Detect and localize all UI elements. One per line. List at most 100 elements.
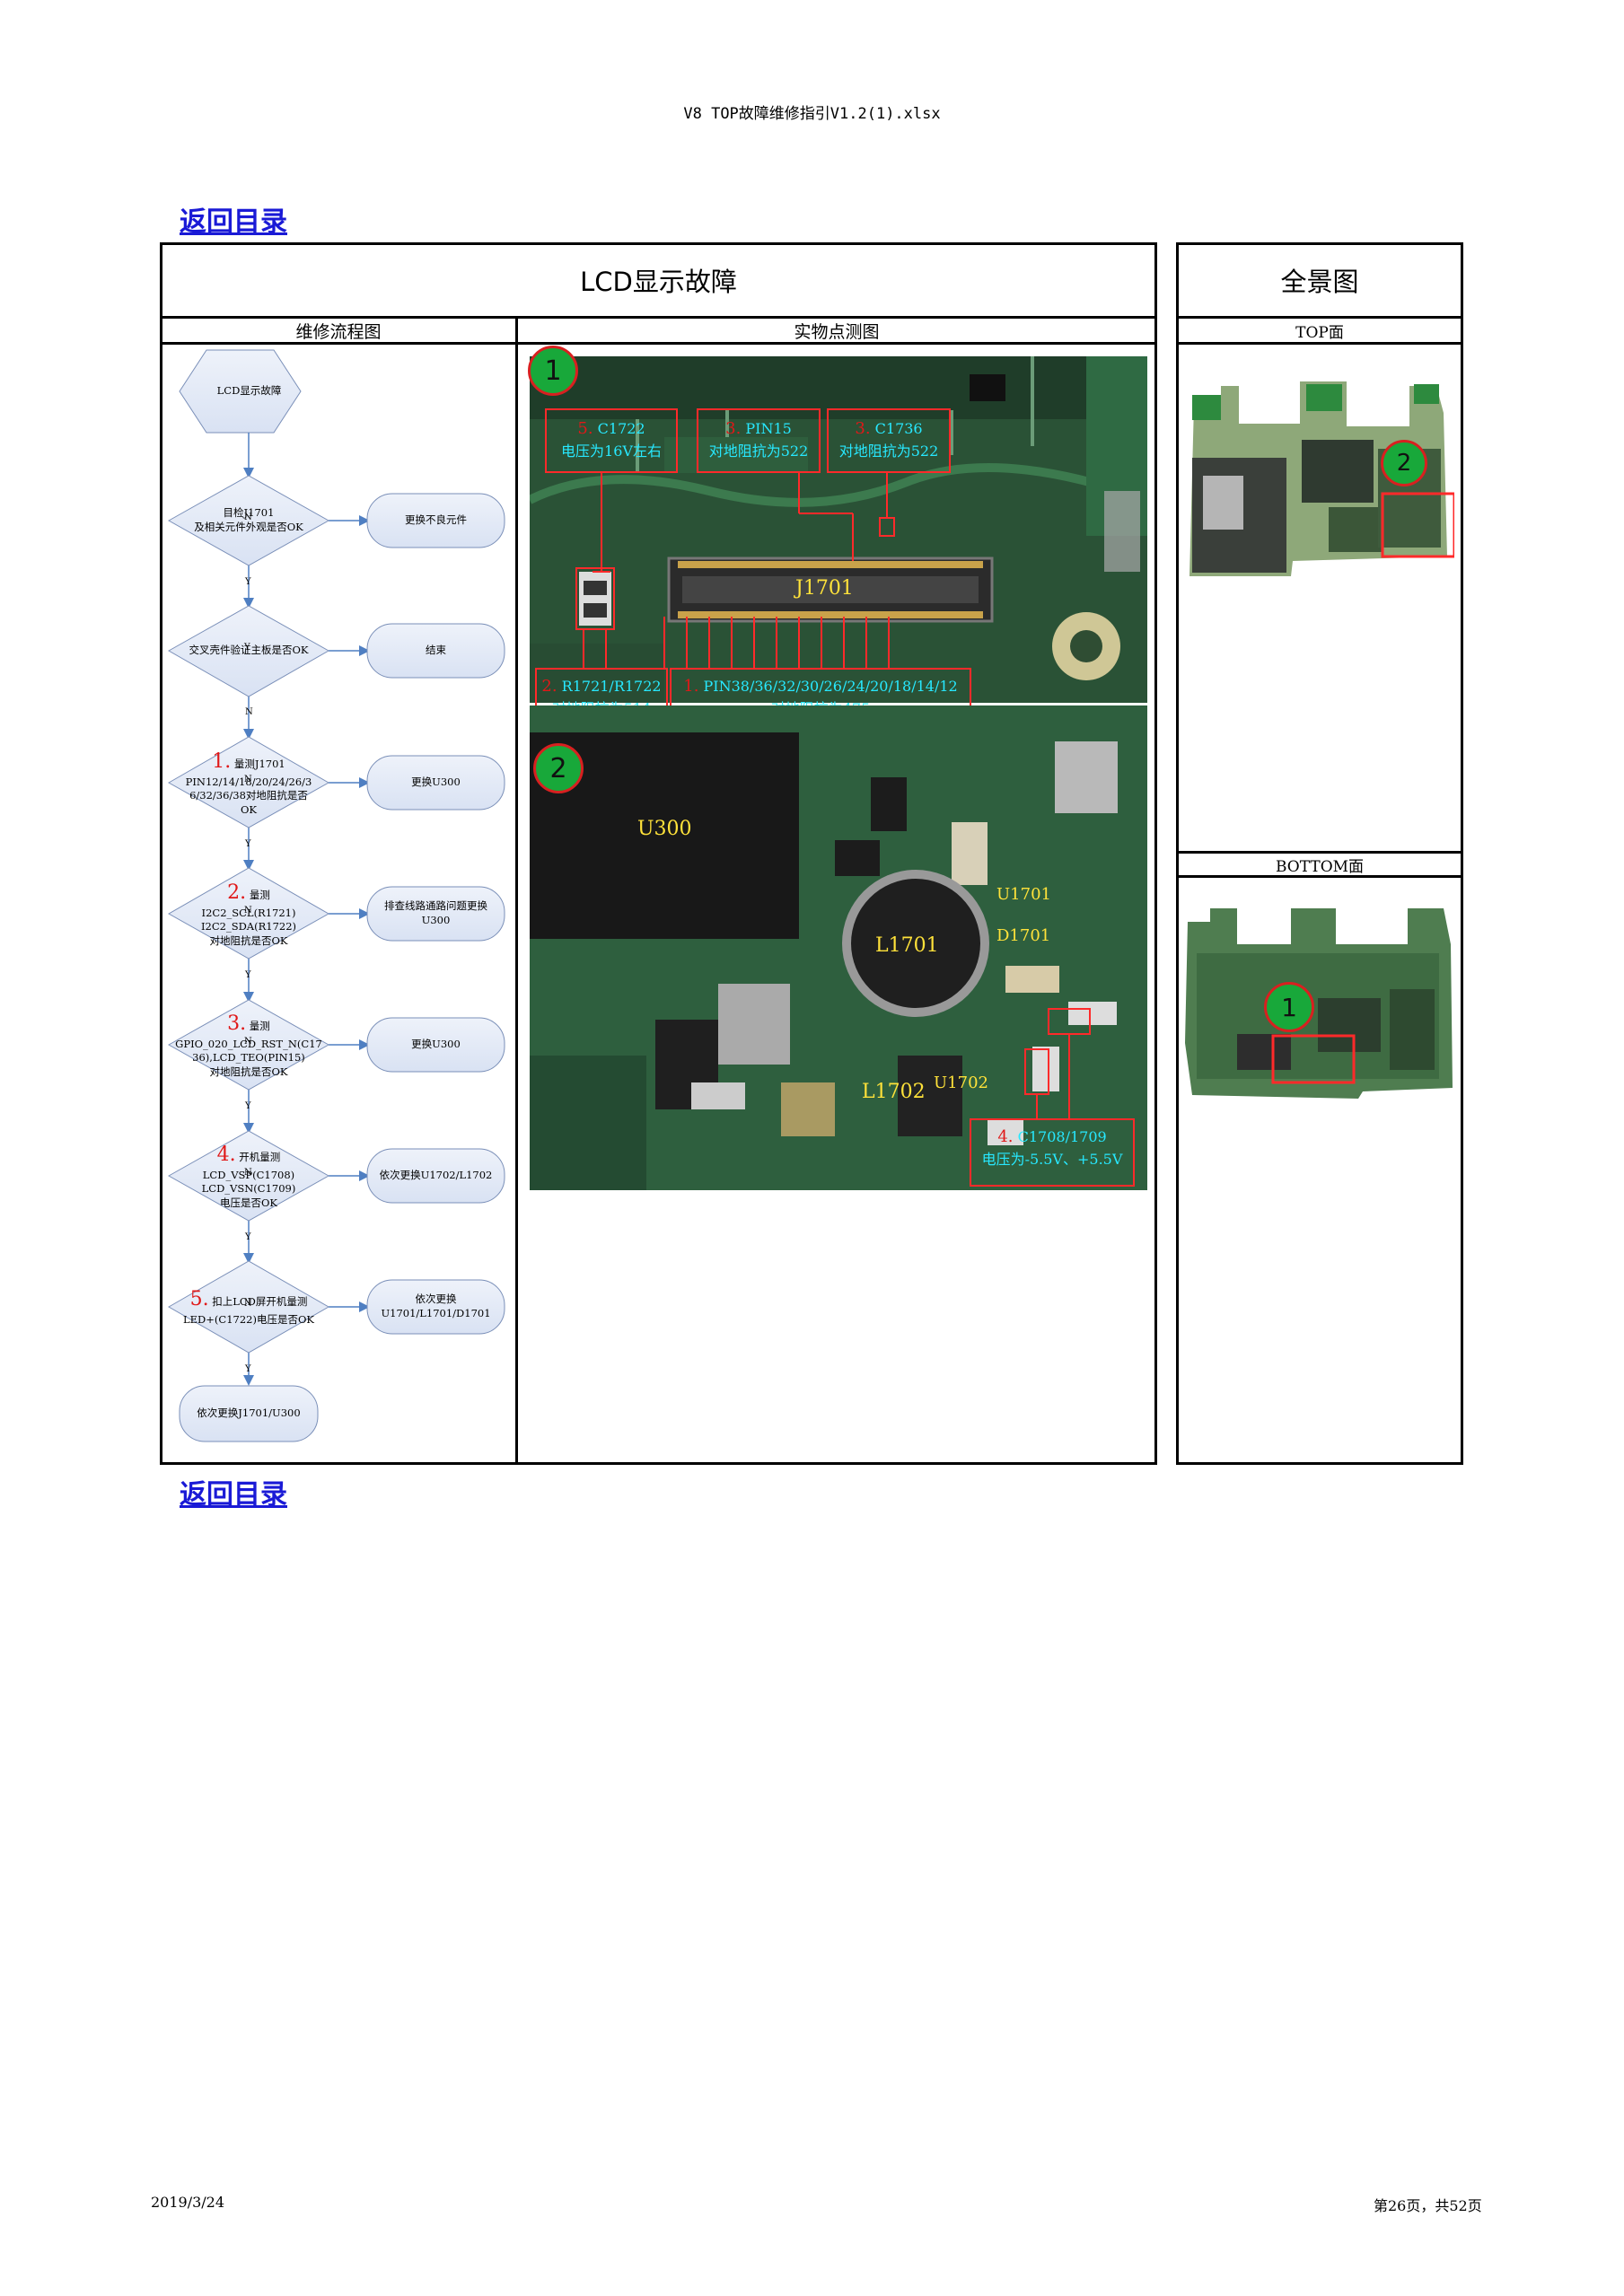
no-label: Y <box>244 643 250 653</box>
flowchart-shapes <box>167 349 505 1442</box>
j1701-label: J1701 <box>795 577 854 600</box>
back-to-index-link[interactable]: 返回目录 <box>180 206 287 238</box>
callout-pin15-text: 3. PIN15 对地阻抗为522 <box>697 417 821 461</box>
step-text: 开机量测 LCD_VSP(C1708) LCD_VSN(C1709) 电压是否O… <box>201 1150 296 1209</box>
board-top-view: 2 <box>1185 377 1456 576</box>
photo-column-header: 实物点测图 <box>794 321 880 342</box>
pcb-photo-2-art <box>530 705 1147 1190</box>
callout-c1708-text: 4. C1708/1709 电压为-5.5V、+5.5V <box>970 1126 1135 1170</box>
step-number: 1. <box>212 749 232 773</box>
step-text: 量测J1701 PIN12/14/18/20/24/26/3 6/32/36/3… <box>185 757 312 816</box>
callout-number: 3. <box>855 419 871 438</box>
board-top-art <box>1189 381 1456 576</box>
callout-leaders-1 <box>575 473 895 668</box>
panorama-table <box>1176 242 1463 1465</box>
flow-step-6: 4. 开机量测 LCD_VSP(C1708) LCD_VSN(C1709) 电压… <box>178 1138 320 1214</box>
callout-pin15 <box>697 408 821 473</box>
pcb-photo-1-art <box>530 356 1147 703</box>
divider <box>1178 851 1462 854</box>
step-number: 4. <box>216 1143 236 1166</box>
flow-start: LCD显示故障 <box>216 384 282 398</box>
callout-c1722 <box>545 408 678 473</box>
flow-action-1: 更换不良元件 <box>405 513 467 527</box>
back-to-index-link[interactable]: 返回目录 <box>180 1479 287 1511</box>
callout-text: C1708/1709 电压为-5.5V、+5.5V <box>981 1128 1123 1169</box>
step-text: 扣上LCD屏开机量测 LED+(C1722)电压是否OK <box>183 1295 314 1327</box>
l1701-label: L1701 <box>875 934 939 957</box>
l1702-label: L1702 <box>862 1081 926 1103</box>
marker-2-top: 2 <box>1381 440 1427 486</box>
pcb-photo-2: U300 L1701 U1701 D1701 L1702 U1702 <box>530 705 1147 1190</box>
callout-c1722-text: 5. C1722 电压为16V左右 <box>545 417 678 461</box>
yes-label: Y <box>245 1364 251 1374</box>
flow-action-6: 依次更换U1702/L1702 <box>379 1169 493 1182</box>
top-side-label: TOP面 <box>1295 323 1344 342</box>
callout-number: 2. <box>541 677 557 696</box>
marker-1-bottom: 1 <box>1264 982 1314 1032</box>
no-label: N <box>244 1037 252 1047</box>
callout-c1736-text: 3. C1736 对地阻抗为522 <box>827 417 951 461</box>
footer-page: 第26页，共52页 <box>1374 2197 1482 2214</box>
divider <box>1178 875 1462 878</box>
no-label: N <box>244 775 252 784</box>
yes-label: Y <box>245 839 251 849</box>
flow-action-3: 更换U300 <box>411 776 461 789</box>
flow-step-4: 2. 量测 I2C2_SCL(R1721) I2C2_SDA(R1722) 对地… <box>178 876 320 951</box>
callout-leaders-2 <box>1024 1008 1091 1118</box>
divider <box>1178 316 1462 319</box>
u1702-label: U1702 <box>934 1074 988 1092</box>
callout-text: PIN15 对地阻抗为522 <box>708 420 809 460</box>
flow-column-header: 维修流程图 <box>295 321 382 342</box>
document-title: V8 TOP故障维修指引V1.2(1).xlsx <box>683 105 941 123</box>
yes-label: Y <box>245 1101 251 1111</box>
flow-step-3: 1. 量测J1701 PIN12/14/18/20/24/26/3 6/32/3… <box>178 745 320 820</box>
pcb-photo-1: J1701 <box>530 356 1147 703</box>
yes-label: Y <box>245 577 251 587</box>
divider <box>162 316 1155 319</box>
step-number: 3. <box>227 1012 247 1035</box>
callout-text: C1736 对地阻抗为522 <box>838 420 939 460</box>
divider <box>162 342 1155 345</box>
flow-end: 依次更换J1701/U300 <box>197 1407 301 1420</box>
callout-c1708 <box>970 1118 1135 1187</box>
d1701-label: D1701 <box>996 926 1051 945</box>
board-bottom-view: 1 <box>1183 899 1458 1099</box>
no-label: N <box>244 1299 252 1309</box>
callout-number: 4. <box>997 1127 1014 1146</box>
marker-2-photo: 2 <box>533 743 584 793</box>
yes-label: Y <box>245 970 251 980</box>
no-label: N <box>244 1168 252 1178</box>
callout-number: 1. <box>683 677 699 696</box>
callout-c1736 <box>827 408 951 473</box>
flow-step-2: 交叉壳件验证主板是否OK <box>189 644 309 657</box>
no-label: N <box>244 906 252 916</box>
marker-1-photo: 1 <box>528 346 578 396</box>
u300-label: U300 <box>637 818 692 840</box>
flow-action-2: 结束 <box>426 644 446 657</box>
step-text: 量测 GPIO_020_LCD_RST_N(C17 36),LCD_TEO(PI… <box>175 1019 322 1078</box>
flow-action-5: 更换U300 <box>411 1038 461 1051</box>
divider <box>1178 342 1462 345</box>
bottom-side-label: BOTTOM面 <box>1275 857 1365 876</box>
yes-label: N <box>245 707 253 717</box>
divider <box>515 316 518 1463</box>
yes-label: Y <box>245 1232 251 1242</box>
u1701-label: U1701 <box>996 885 1051 904</box>
callout-text: C1722 电压为16V左右 <box>561 420 662 460</box>
step-number: 5. <box>189 1288 209 1311</box>
flow-action-7: 依次更换 U1701/L1701/D1701 <box>381 1293 491 1319</box>
callout-number: 5. <box>577 419 593 438</box>
step-number: 2. <box>227 881 247 904</box>
flow-step-1: 目检J1701 及相关元件外观是否OK <box>194 506 303 533</box>
main-table <box>160 242 1157 1465</box>
no-label: N <box>244 513 252 522</box>
flow-action-4: 排查线路通路问题更换 U300 <box>384 899 487 926</box>
flow-step-5: 3. 量测 GPIO_020_LCD_RST_N(C17 36),LCD_TEO… <box>167 1007 330 1082</box>
step-text: 量测 I2C2_SCL(R1721) I2C2_SDA(R1722) 对地阻抗是… <box>200 888 297 947</box>
footer-date: 2019/3/24 <box>151 2194 225 2211</box>
main-title: LCD显示故障 <box>580 267 737 297</box>
callout-number: 3. <box>725 419 742 438</box>
panorama-title: 全景图 <box>1280 267 1359 297</box>
flow-step-7: 5. 扣上LCD屏开机量测 LED+(C1722)电压是否OK <box>169 1282 329 1332</box>
board-bottom-art <box>1185 908 1453 1099</box>
